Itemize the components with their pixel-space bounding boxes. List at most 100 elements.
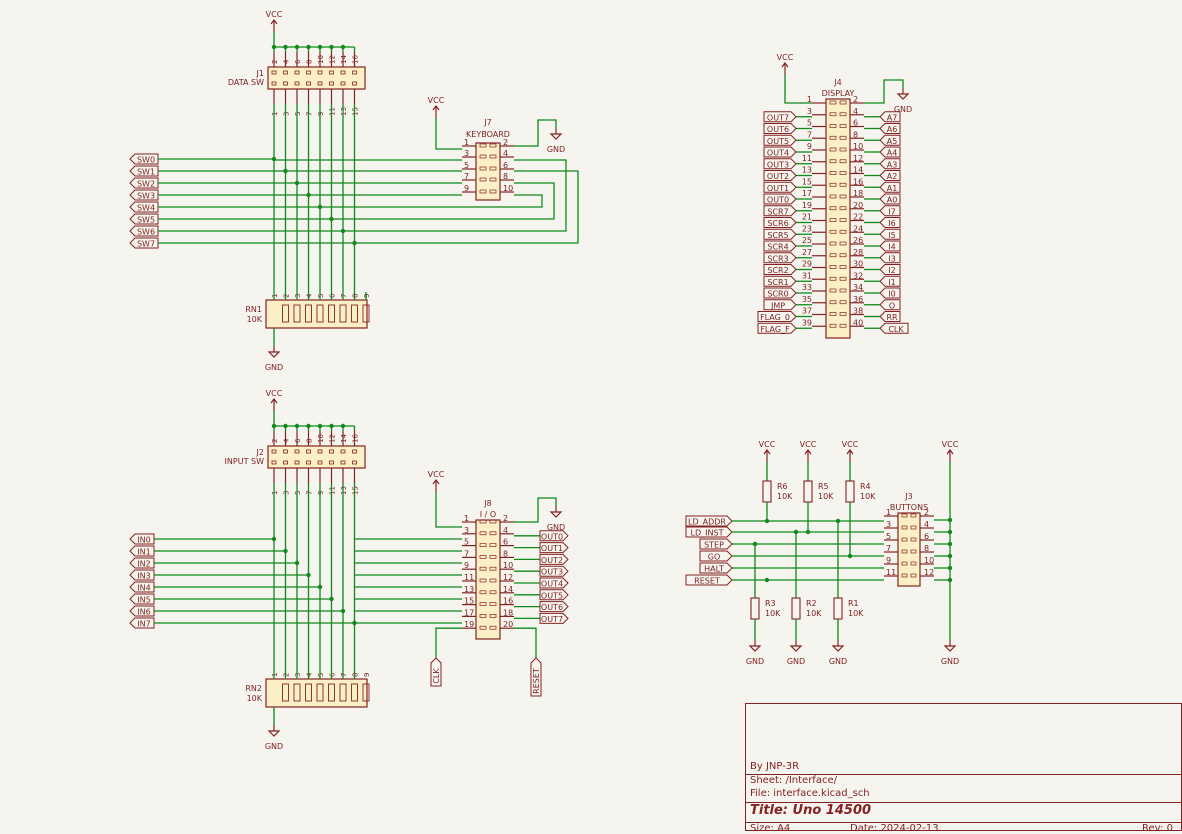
net-label-box (539, 577, 569, 589)
gnd-icon (789, 645, 803, 652)
pin-number: 4 (306, 293, 314, 298)
pin-pad (829, 323, 837, 328)
pin-number: 27 (802, 248, 812, 257)
pin-pad (839, 312, 847, 316)
net-label-box (763, 146, 797, 158)
junction-dot (317, 423, 323, 429)
pin-pad (839, 182, 847, 187)
pin-pad (306, 70, 311, 75)
pin-number: 17 (464, 608, 474, 617)
resistor-element (339, 683, 347, 702)
gnd-label: GND (265, 742, 283, 751)
pin-number: 33 (802, 283, 812, 292)
net-label-box (763, 193, 797, 205)
resistor-body (750, 597, 760, 620)
value-label: DATA SW (228, 78, 264, 87)
resistor-element (362, 683, 370, 702)
net-label: I6 (888, 219, 895, 228)
net-label: I7 (888, 207, 895, 216)
ref-label: J1 (256, 69, 264, 78)
pin-pad (317, 460, 323, 465)
pin-number: 11 (886, 568, 896, 577)
gnd-label: GND (787, 657, 805, 666)
net-label: JMP (770, 301, 785, 310)
pin-pad (283, 81, 288, 86)
vcc-label: VCC (759, 440, 776, 449)
pin-number: 2 (503, 514, 508, 523)
pin-number: 1 (271, 673, 279, 677)
pin-number: 4 (503, 149, 508, 158)
pin-pad (910, 513, 917, 518)
pin-pad (479, 614, 487, 618)
pin-pad (329, 460, 334, 465)
pin-pad (329, 81, 334, 86)
pin-number: 12 (503, 573, 513, 582)
pin-pad (479, 166, 487, 171)
vcc-icon (270, 19, 278, 25)
pin-number: 9 (807, 142, 812, 151)
pin-number: 16 (503, 597, 513, 606)
junction-dot (764, 577, 770, 583)
pin-number: 5 (807, 119, 812, 128)
pin-number: 1 (886, 508, 891, 517)
junction-dot (947, 565, 953, 571)
pin-pad (839, 124, 847, 128)
pin-pad (489, 543, 497, 547)
junction-dot (283, 548, 288, 554)
pin-number: 5 (886, 532, 891, 541)
junction-dot (340, 44, 346, 50)
pin-pad (352, 81, 357, 86)
junction-dot (271, 423, 277, 429)
pin-number: 5 (294, 112, 302, 116)
pin-pad (901, 561, 908, 566)
pin-pad (829, 276, 837, 281)
pin-number: 29 (802, 260, 812, 269)
net-label-box (763, 240, 797, 252)
pin-number: 2 (503, 138, 508, 147)
pin-number: 6 (924, 532, 929, 541)
net-label-box (763, 299, 797, 311)
pin-number: 10 (924, 556, 934, 565)
gnd-icon (549, 133, 563, 140)
net-label-box (685, 574, 733, 586)
pin-number: 9 (886, 556, 891, 565)
net-label: FLAG_F (760, 325, 790, 334)
pin-number: 1 (271, 491, 279, 495)
pin-number: 10 (503, 184, 513, 193)
pin-pad (283, 460, 288, 465)
net-label: HALT (704, 565, 724, 574)
gnd-icon (831, 645, 845, 652)
net-label-box (879, 217, 901, 228)
pin-number: 32 (853, 271, 863, 280)
net-label: OUT5 (541, 591, 563, 600)
pin-number: 13 (464, 585, 474, 594)
pin-pad (839, 159, 847, 164)
pin-number: 10 (317, 434, 325, 443)
net-label: SW0 (137, 156, 155, 165)
net-label: OUT4 (541, 580, 563, 589)
junction-dot (294, 44, 300, 50)
pin-number: 3 (464, 149, 469, 158)
wire (320, 194, 543, 208)
net-label: OUT7 (541, 615, 563, 624)
gnd-icon (943, 645, 957, 652)
gnd-label: GND (547, 145, 565, 154)
pin-number: 1 (464, 514, 469, 523)
net-label: OUT6 (767, 125, 789, 134)
resistor-element (316, 683, 324, 702)
net-label-box (879, 299, 901, 311)
pin-number: 5 (464, 161, 469, 170)
resistor-element (293, 304, 301, 323)
pin-number: 3 (464, 526, 469, 535)
pin-number: 4 (503, 526, 508, 535)
net-label: IN4 (137, 584, 150, 593)
net-label-box (763, 170, 797, 181)
net-label: CLK (888, 325, 904, 334)
pin-pad (489, 166, 497, 171)
pin-number: 13 (340, 107, 348, 116)
pin-pad (829, 135, 837, 140)
pin-pad (829, 218, 837, 222)
gnd-icon (748, 645, 762, 652)
net-label: OUT7 (767, 113, 789, 122)
vcc-label: VCC (428, 96, 445, 105)
